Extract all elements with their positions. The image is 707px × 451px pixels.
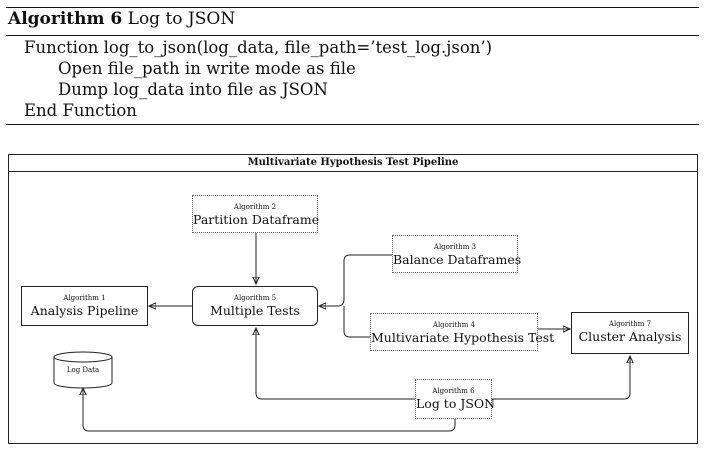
node-partition-dataframe: Algorithm 2 Partition Dataframe [192,195,320,233]
edge-log-to-cluster [492,356,630,400]
node-balance-label: Balance Dataframes [393,252,522,267]
node-mvtest-sub: Algorithm 4 [432,321,476,329]
node-analysis-label: Analysis Pipeline [30,303,139,318]
algorithm-mid-rule [6,35,699,36]
node-multiple-label: Multiple Tests [210,303,300,318]
node-log-to-json: Algorithm 6 Log to JSON [415,379,496,419]
edge-log-to-multiple [256,328,415,400]
log-data-label: Log Data [66,366,100,374]
edge-mvtest-to-multiple [343,306,370,338]
node-cluster-sub: Algorithm 7 [608,320,652,328]
node-multiple-sub: Algorithm 5 [233,294,277,302]
node-multivariate-test: Algorithm 4 Multivariate Hypothesis Test [370,313,555,351]
algorithm-top-rule [6,7,699,8]
node-log-sub: Algorithm 6 [432,387,475,395]
node-analysis-pipeline: Algorithm 1 Analysis Pipeline [21,286,148,326]
node-log-label: Log to JSON [416,396,496,411]
edge-log-to-logdata [83,388,456,432]
node-partition-label: Partition Dataframe [193,212,320,227]
node-mvtest-label: Multivariate Hypothesis Test [371,330,555,345]
edge-balance-to-multiple [319,254,392,306]
node-analysis-sub: Algorithm 1 [63,294,106,302]
algorithm-line-end: End Function [24,101,137,120]
node-multiple-tests: Algorithm 5 Multiple Tests [192,286,318,326]
algorithm-number: Algorithm 6 [8,9,123,29]
algorithm-line-function: Function log_to_json(log_data, file_path… [24,38,493,57]
node-balance-dataframes: Algorithm 3 Balance Dataframes [392,235,522,273]
algorithm-line-open: Open file_path in write mode as file [58,59,356,78]
node-cluster-label: Cluster Analysis [578,329,682,344]
node-balance-sub: Algorithm 3 [433,243,477,251]
algorithm-title: Algorithm 6 Log to JSON [8,9,235,29]
node-cluster-analysis: Algorithm 7 Cluster Analysis [571,312,689,354]
diagram-title: Multivariate Hypothesis Test Pipeline [8,154,698,172]
algorithm-line-dump: Dump log_data into file as JSON [58,80,328,99]
algorithm-bottom-rule [6,124,699,125]
node-partition-sub: Algorithm 2 [233,203,277,211]
diagram-frame [8,154,698,444]
algorithm-name: Log to JSON [127,9,236,29]
log-data-cylinder [53,351,113,389]
